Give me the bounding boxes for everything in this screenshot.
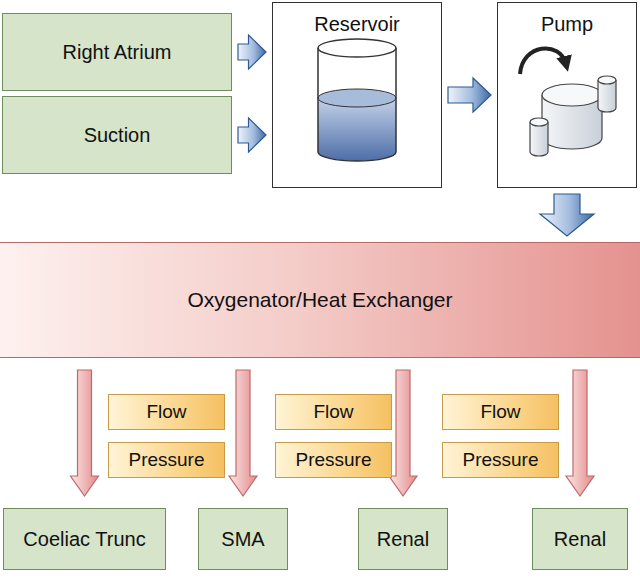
node-label: Renal	[377, 528, 429, 551]
node-label: Flow	[146, 401, 186, 423]
pump-box: Pump	[497, 2, 637, 188]
flow-arrow	[448, 78, 491, 112]
flow-arrow	[566, 370, 594, 496]
flow-arrow	[389, 370, 417, 496]
roller-pump	[520, 48, 616, 156]
node-label: Pump	[541, 13, 593, 36]
node-label: Pressure	[295, 449, 371, 471]
reservoir-cylinder	[318, 39, 396, 161]
artery-box: Renal	[358, 508, 448, 570]
node-label: SMA	[221, 528, 264, 551]
node-label: Reservoir	[314, 13, 400, 36]
node-label: Oxygenator/Heat Exchanger	[188, 288, 453, 312]
flow-box: Flow	[275, 394, 392, 430]
flow-arrow	[71, 370, 99, 496]
artery-box: Renal	[532, 508, 628, 570]
flow-arrow	[229, 370, 257, 496]
node-label: Coeliac Trunc	[23, 528, 145, 551]
flow-box: Flow	[442, 394, 559, 430]
pressure-box: Pressure	[275, 442, 392, 478]
pressure-box: Pressure	[108, 442, 225, 478]
source-box: Suction	[2, 96, 232, 174]
node-label: Flow	[313, 401, 353, 423]
flow-box: Flow	[108, 394, 225, 430]
artery-box: Coeliac Trunc	[3, 508, 166, 570]
node-label: Suction	[84, 124, 151, 147]
flow-arrow	[238, 35, 266, 69]
flow-arrow	[540, 194, 594, 236]
flow-arrow	[238, 118, 266, 152]
pressure-box: Pressure	[442, 442, 559, 478]
node-label: Pressure	[462, 449, 538, 471]
node-label: Renal	[554, 528, 606, 551]
reservoir-box: Reservoir	[272, 2, 442, 188]
artery-box: SMA	[198, 508, 288, 570]
oxygenator-band: Oxygenator/Heat Exchanger	[0, 242, 640, 358]
node-label: Right Atrium	[63, 41, 172, 64]
node-label: Flow	[480, 401, 520, 423]
node-label: Pressure	[128, 449, 204, 471]
source-box: Right Atrium	[2, 13, 232, 91]
